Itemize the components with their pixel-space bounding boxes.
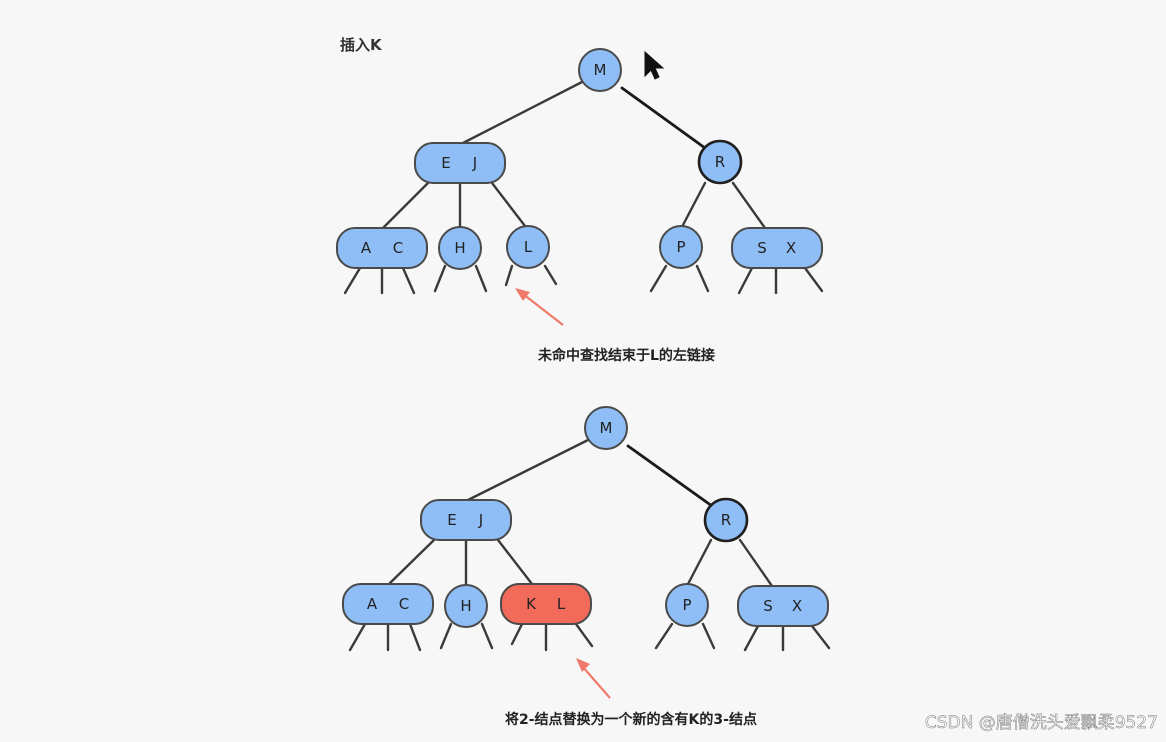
pointer-arrow-2 (581, 665, 611, 699)
svg-text:R: R (721, 511, 731, 529)
link-ej-l (490, 181, 527, 228)
svg-text:M: M (594, 61, 607, 79)
svg-text:J: J (478, 511, 483, 529)
svg-text:P: P (682, 596, 691, 614)
link-r-p (681, 181, 707, 227)
svg-text:H: H (460, 597, 471, 615)
caption-after: 将2-结点替换为一个新的含有K的3-结点 (505, 711, 757, 728)
svg-text:X: X (792, 597, 802, 615)
svg-text:M: M (600, 419, 613, 437)
caption-before: 未命中查找结束于L的左链接 (538, 347, 715, 364)
svg-text:L: L (524, 238, 533, 256)
diagram-title: 插入K (340, 36, 383, 54)
pointer-arrow (522, 293, 564, 326)
node-m-2 (584, 406, 628, 450)
svg-text:E: E (447, 511, 456, 529)
node-kl (500, 583, 592, 625)
node-l (506, 225, 550, 269)
node-h-2 (444, 584, 488, 628)
svg-text:A: A (361, 239, 372, 257)
tree-panel-before: M E J R A C H L P S X 未命中查找结束于L的左链接 (336, 48, 824, 364)
svg-text:A: A (367, 595, 378, 613)
link-r-sx (731, 181, 767, 230)
node-ej-2 (420, 499, 512, 541)
node-h (438, 226, 482, 270)
node-p-2 (665, 583, 709, 627)
node-r-2 (703, 497, 749, 543)
node-sx-2 (737, 585, 829, 627)
svg-text:P: P (676, 238, 685, 256)
tree-panel-after: M E J R A C H K L P S X 将2-结点替换为一个新的含有K的… (342, 406, 831, 728)
svg-text:J: J (472, 154, 477, 172)
mouse-pointer-icon (644, 50, 665, 80)
node-m (578, 48, 622, 92)
link-m-ej-2 (466, 438, 590, 502)
svg-text:C: C (393, 239, 403, 257)
svg-text:S: S (757, 239, 767, 257)
node-sx (731, 227, 823, 269)
svg-text:K: K (526, 595, 537, 613)
link-ej-ac (381, 181, 430, 230)
link-m-r (620, 86, 707, 150)
svg-text:H: H (454, 239, 465, 257)
node-r (697, 139, 743, 185)
svg-text:R: R (715, 153, 725, 171)
node-p (659, 225, 703, 269)
node-ac (336, 227, 428, 269)
node-ac-2 (342, 583, 434, 625)
svg-text:S: S (763, 597, 773, 615)
watermark: CSDN @唐僧洗头爱飘柔9527 (925, 712, 1158, 733)
svg-text:X: X (786, 239, 796, 257)
link-m-ej (461, 80, 584, 145)
link-m-r-2 (626, 444, 714, 508)
svg-text:E: E (441, 154, 450, 172)
svg-text:C: C (399, 595, 409, 613)
node-ej (414, 142, 506, 184)
svg-text:L: L (557, 595, 566, 613)
